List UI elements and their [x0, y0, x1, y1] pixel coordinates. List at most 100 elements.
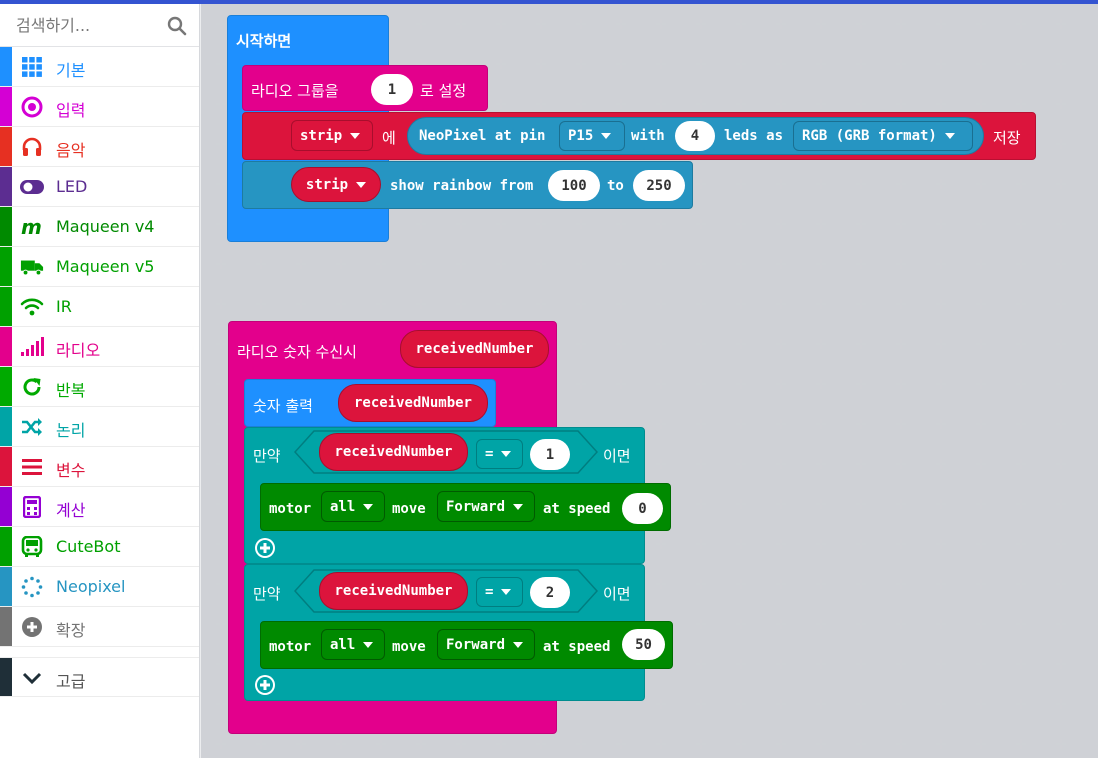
on-radio-received-label: 라디오 숫자 수신시 [237, 343, 357, 361]
category-label: 계산 [56, 501, 86, 520]
leds-as-label: leds as [724, 128, 784, 144]
category-label: 고급 [56, 672, 86, 691]
direction-dropdown[interactable]: Forward [437, 491, 535, 522]
at-speed-label: at speed [543, 501, 611, 517]
shuffle-icon [20, 416, 44, 438]
led-count-input[interactable]: 4 [675, 121, 715, 151]
list-icon [20, 456, 44, 478]
if-label: 만약 [253, 585, 281, 603]
dropdown-caret-icon [944, 133, 955, 139]
category-loops[interactable]: 반복 [0, 367, 199, 407]
search-icon[interactable] [167, 16, 187, 36]
input-circle-icon [20, 96, 44, 118]
category-neopixel[interactable]: Neopixel [0, 567, 199, 607]
category-label: 기본 [56, 61, 86, 80]
motor-target-dropdown[interactable]: all [321, 629, 385, 660]
received-number-var[interactable]: receivedNumber [319, 433, 468, 471]
headphones-icon [20, 136, 44, 158]
radio-set-group-prefix: 라디오 그룹을 [251, 82, 339, 100]
dropdown-caret-icon [513, 503, 524, 510]
category-math[interactable]: 계산 [0, 487, 199, 527]
speed-input[interactable]: 50 [622, 629, 665, 660]
category-label: 입력 [56, 101, 86, 120]
category-label: 확장 [56, 621, 86, 640]
blocks-workspace[interactable]: 시작하면 라디오 그룹을 1 로 설정 strip 에 NeoPixel at … [201, 4, 1098, 758]
category-color-bar [0, 167, 12, 206]
category-variables[interactable]: 변수 [0, 447, 199, 487]
category-color-bar [0, 207, 12, 246]
color-mode-dropdown[interactable]: RGB (GRB format) [793, 121, 973, 151]
category-extensions[interactable]: 확장 [0, 607, 199, 647]
category-color-bar [0, 367, 12, 406]
neopixel-create-label: NeoPixel at pin [419, 128, 546, 144]
received-number-param[interactable]: receivedNumber [400, 330, 549, 368]
compare-value-input[interactable]: 1 [530, 439, 570, 470]
if-label: 만약 [253, 447, 281, 465]
dropdown-caret-icon [363, 503, 374, 510]
radio-group-value[interactable]: 1 [371, 74, 413, 105]
pin-dropdown[interactable]: P15 [559, 121, 625, 151]
motor-label: motor [269, 639, 312, 655]
on-start-label: 시작하면 [236, 32, 292, 50]
motor-target-dropdown[interactable]: all [321, 491, 385, 522]
radio-set-group-block[interactable] [242, 65, 488, 111]
rainbow-from-input[interactable]: 100 [548, 170, 600, 201]
category-logic[interactable]: 논리 [0, 407, 199, 447]
toggle-icon [20, 176, 44, 198]
category-maqueen-v5[interactable]: Maqueen v5 [0, 247, 199, 287]
dropdown-caret-icon [363, 641, 374, 648]
dropdown-caret-icon [601, 133, 612, 139]
category-advanced[interactable]: 고급 [0, 657, 199, 697]
category-label: 음악 [56, 141, 86, 160]
category-label: Maqueen v5 [56, 257, 155, 276]
category-color-bar [0, 247, 12, 286]
category-color-bar [0, 487, 12, 526]
add-else-icon[interactable] [254, 537, 276, 559]
motor-label: motor [269, 501, 312, 517]
category-color-bar [0, 447, 12, 486]
operator-dropdown[interactable]: = [476, 577, 523, 607]
category-input[interactable]: 입력 [0, 87, 199, 127]
search-input[interactable] [0, 4, 200, 47]
speed-input[interactable]: 0 [622, 493, 663, 524]
compare-value-input[interactable]: 2 [530, 577, 570, 608]
dots-circle-icon [20, 576, 44, 598]
category-color-bar [0, 47, 12, 86]
then-label: 이면 [603, 585, 631, 603]
set-strip-suffix: 저장 [993, 129, 1021, 147]
with-label: with [631, 128, 665, 144]
dropdown-caret-icon [513, 641, 524, 648]
category-radio[interactable]: 라디오 [0, 327, 199, 367]
show-number-label: 숫자 출력 [253, 397, 313, 415]
toolbox-sidebar: 기본 입력 음악 LED m Maqueen v4 Maqueen v5 [0, 4, 200, 758]
dropdown-caret-icon [356, 181, 367, 188]
category-color-bar [0, 658, 12, 696]
category-color-bar [0, 607, 12, 646]
rainbow-to-input[interactable]: 250 [633, 170, 685, 201]
signal-bars-icon [20, 336, 44, 358]
category-label: Maqueen v4 [56, 217, 155, 236]
top-accent-bar [0, 0, 1098, 4]
direction-dropdown[interactable]: Forward [437, 629, 535, 660]
category-cutebot[interactable]: CuteBot [0, 527, 199, 567]
svg-text:m: m [21, 217, 42, 237]
category-color-bar [0, 567, 12, 606]
category-maqueen-v4[interactable]: m Maqueen v4 [0, 207, 199, 247]
category-label: Neopixel [56, 577, 126, 596]
received-number-var[interactable]: receivedNumber [338, 384, 488, 422]
radio-set-group-suffix: 로 설정 [420, 82, 467, 100]
grid-icon [20, 56, 44, 78]
strip-variable-dropdown[interactable]: strip [291, 120, 373, 151]
operator-dropdown[interactable]: = [476, 439, 523, 469]
set-strip-mid: 에 [382, 129, 396, 147]
category-label: 변수 [56, 461, 86, 480]
category-music[interactable]: 음악 [0, 127, 199, 167]
category-color-bar [0, 287, 12, 326]
category-ir[interactable]: IR [0, 287, 199, 327]
category-led[interactable]: LED [0, 167, 199, 207]
add-else-icon[interactable] [254, 674, 276, 696]
received-number-var[interactable]: receivedNumber [319, 572, 468, 610]
strip-variable-dropdown[interactable]: strip [291, 167, 381, 202]
category-basic[interactable]: 기본 [0, 47, 199, 87]
chevron-down-icon [20, 667, 44, 689]
